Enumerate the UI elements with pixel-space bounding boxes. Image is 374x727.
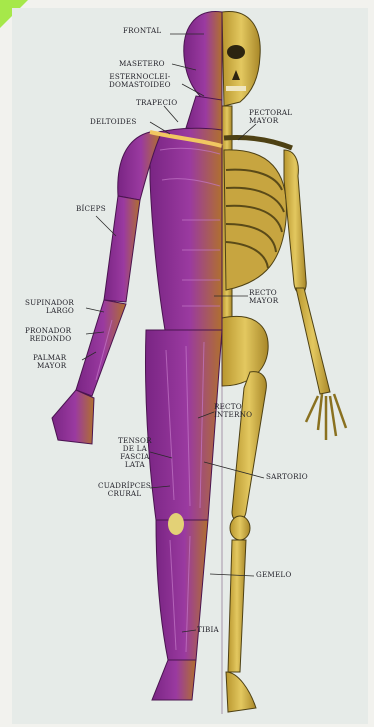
label-cuadriceps-crural: CUADRÍPCES CRURAL <box>98 482 151 498</box>
clavicle <box>224 137 292 148</box>
label-frontal: FRONTAL <box>123 27 161 35</box>
humerus <box>284 150 306 293</box>
label-pronador-redondo: PRONADOR REDONDO <box>25 327 71 343</box>
skull <box>222 11 260 106</box>
label-recto-mayor: RECTO MAYOR <box>249 289 278 305</box>
tibia-bone <box>228 540 246 672</box>
thigh-muscles <box>145 330 222 520</box>
neck-muscles <box>186 96 222 132</box>
torso-muscles <box>150 128 222 336</box>
knee-highlight <box>168 513 184 535</box>
muscle-half <box>52 12 222 700</box>
upper-arm-muscle <box>104 196 140 302</box>
label-tibia: TIBIA <box>197 626 219 634</box>
femur <box>232 372 266 521</box>
label-sartorio: SARTORIO <box>266 473 308 481</box>
forearm-muscle <box>76 300 126 396</box>
foot-bones <box>226 672 256 712</box>
patella <box>230 516 250 540</box>
label-trapecio: TRAPECIO <box>136 99 177 107</box>
forearm <box>296 288 330 394</box>
label-biceps: BÍCEPS <box>76 205 106 213</box>
label-palmar-mayor: PALMAR MAYOR <box>33 354 66 370</box>
head-muscles <box>184 12 222 106</box>
label-deltoides: DELTOIDES <box>90 118 136 126</box>
label-pectoral-mayor: PECTORAL MAYOR <box>249 109 292 125</box>
label-tensor-fascia-lata: TENSOR DE LA FASCIA LATA <box>118 437 152 469</box>
label-masetero: MASETERO <box>119 60 165 68</box>
label-esternocleidomastoideo: ESTERNOCLEI- DOMASTOIDEO <box>109 73 171 89</box>
right-hand-bones <box>306 394 346 440</box>
left-hand <box>52 390 94 444</box>
left-foot <box>152 660 196 700</box>
label-recto-interno: RECTO INTERNO <box>214 403 252 419</box>
label-supinador-largo: SUPINADOR LARGO <box>25 299 74 315</box>
calf-muscles <box>156 520 208 660</box>
label-gemelo: GEMELO <box>256 571 291 579</box>
